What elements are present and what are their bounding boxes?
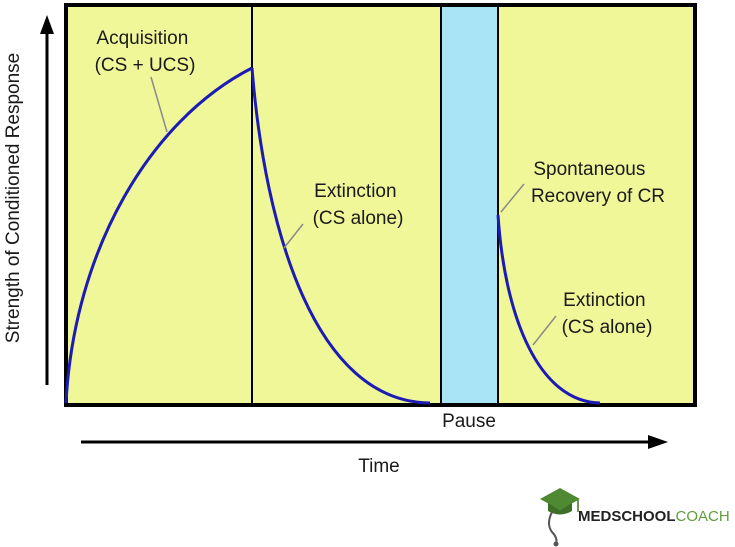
recovery-label: Spontaneous Recovery of CR [531, 159, 665, 207]
x-axis-arrow [81, 435, 668, 449]
graduation-cap-icon [540, 488, 580, 515]
extinction2-callout-line [532, 315, 557, 346]
extinction2-label: Extinction (CS alone) [562, 290, 653, 338]
extinction1-label: Extinction (CS alone) [313, 181, 404, 229]
y-axis-label: Strength of Conditioned Response [3, 53, 24, 343]
logo-wordmark: MEDSCHOOLCOACH [578, 508, 730, 525]
recovery-extinction-curve [496, 214, 601, 405]
acquisition-curve [64, 66, 253, 404]
pause-label: Pause [442, 411, 496, 432]
extinction-curve-1 [250, 67, 431, 405]
recovery-callout-line [500, 183, 525, 213]
acquisition-callout-line [150, 76, 168, 133]
stethoscope-icon [548, 511, 559, 547]
pause-panel [441, 5, 498, 405]
extinction1-callout-line [283, 223, 304, 249]
acquisition-label: Acquisition (CS + UCS) [95, 28, 196, 76]
medschoolcoach-logo: MEDSCHOOLCOACH [540, 488, 730, 547]
acquisition-panel [66, 5, 252, 405]
y-axis-arrow [40, 15, 54, 385]
extinction-panel [252, 5, 441, 405]
x-axis-label: Time [358, 456, 400, 477]
recovery-panel [498, 5, 695, 405]
diagram-frame [64, 3, 697, 407]
